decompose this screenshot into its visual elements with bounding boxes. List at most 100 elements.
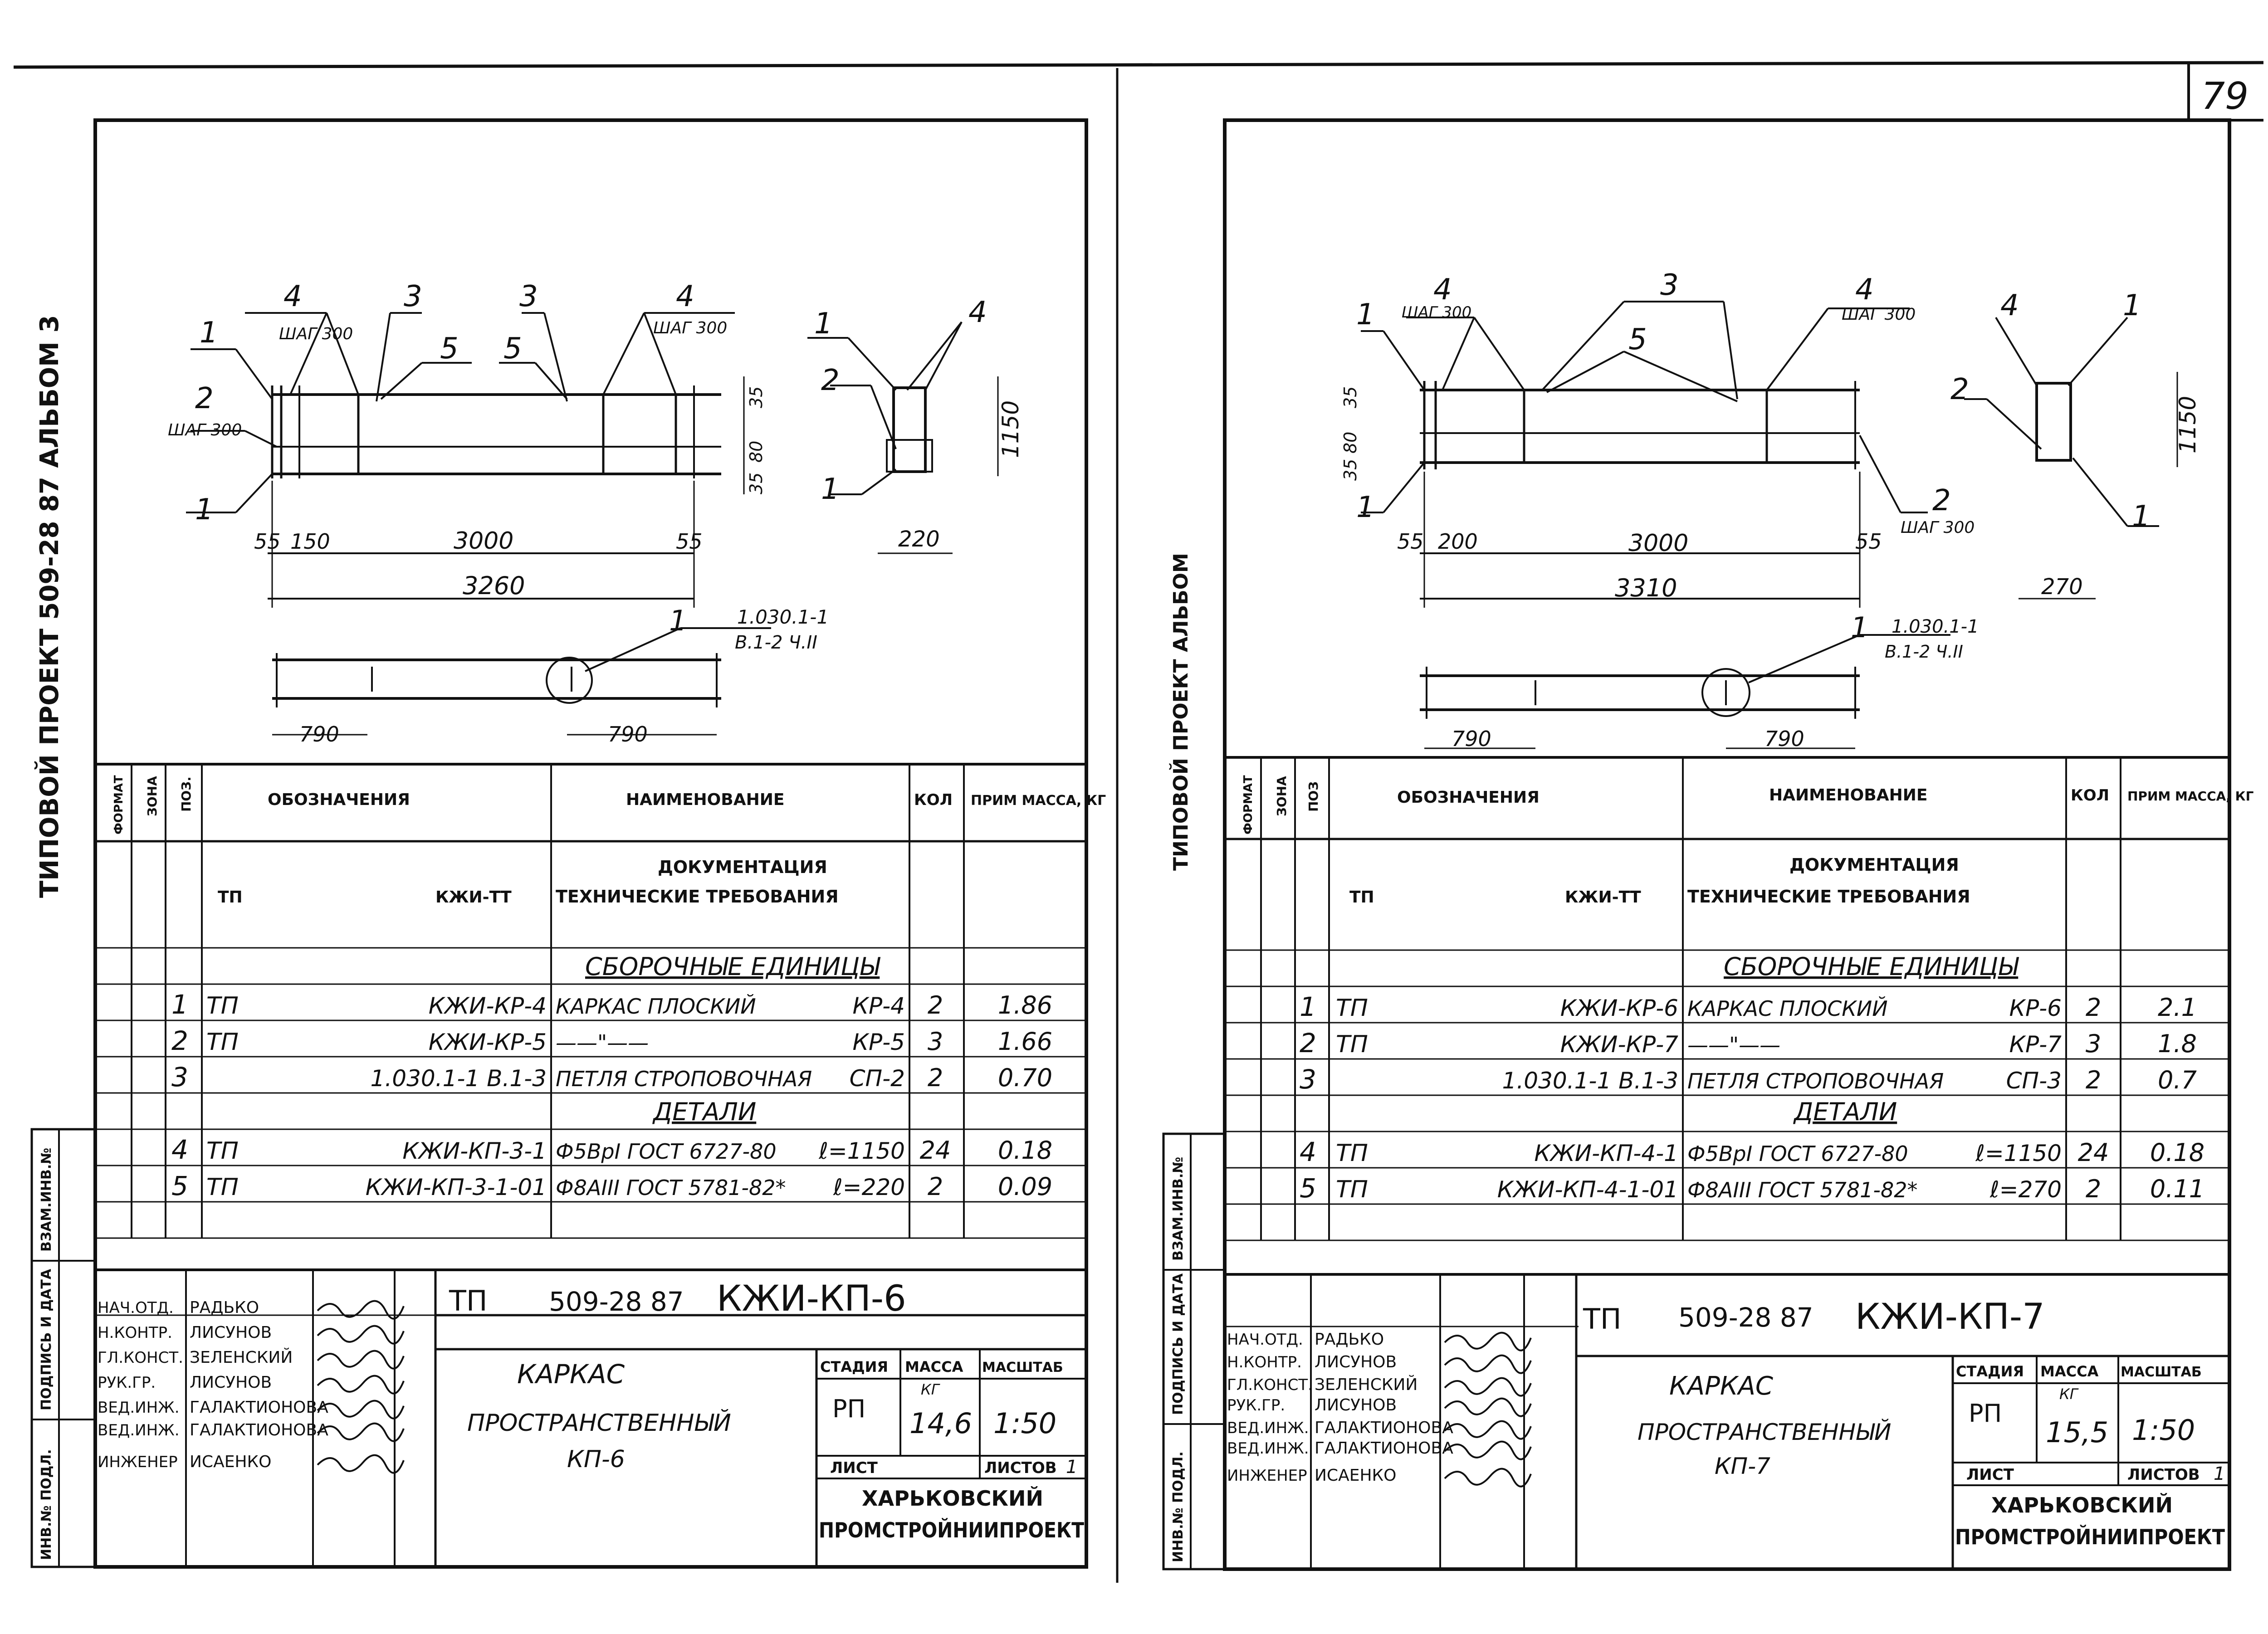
plan-dim-left: 790 (1452, 727, 1491, 751)
tb-project-num: 509-28 87 (1678, 1302, 1813, 1333)
callout-5: 5 (1628, 323, 1647, 356)
plan-ref-2: В.1-2 Ч.II (1885, 642, 1963, 662)
roles-list: НАЧ.ОТД.РАДЬКОН.КОНТР.ЛИСУНОВГЛ.КОНСТ.ЗЕ… (1227, 1330, 1532, 1488)
row-mass: 2.1 (2158, 993, 2197, 1022)
step-2: ШАГ 300 (1901, 518, 1975, 537)
row-name: ——"—— (1687, 1033, 1780, 1057)
tb-mass-unit: КГ (921, 1381, 940, 1398)
callout-1-bottom: 1 (1356, 491, 1375, 524)
role-name: ИСАЕНКО (1315, 1466, 1396, 1485)
tb-sheets-label: ЛИСТОВ (984, 1459, 1057, 1477)
signature (317, 1454, 405, 1474)
row-mark: КР-6 (2009, 995, 2062, 1021)
row-pos: 3 (171, 1062, 188, 1093)
callout-4-right: 4 (676, 280, 694, 313)
row-pos: 3 (1300, 1064, 1316, 1095)
step-2: ШАГ 300 (168, 421, 242, 439)
doc-name: ТЕХНИЧЕСКИЕ ТРЕБОВАНИЯ (1687, 887, 1970, 907)
plan-ref-2: В.1-2 Ч.II (735, 632, 817, 653)
section-callout-1-bottom: 1 (2132, 500, 2151, 533)
section-height: 1150 (997, 400, 1024, 458)
row-name: КАРКАС ПЛОСКИЙ (556, 994, 756, 1019)
signature (317, 1422, 405, 1442)
row-code: КЖИ-КР-7 (1560, 1031, 1678, 1058)
tb-doc-title-3: КП-6 (567, 1446, 625, 1473)
callout-3: 3 (1660, 268, 1679, 302)
dim-right-35a: 35 (746, 386, 766, 408)
dim-55-left: 55 (254, 529, 281, 554)
section-callout-2: 2 (821, 364, 840, 397)
tb-org-1: ХАРЬКОВСКИЙ (1991, 1493, 2173, 1517)
callout-1-top: 1 (200, 316, 218, 350)
role-title: РУК.ГР. (98, 1374, 156, 1392)
section-assembly: СБОРОЧНЫЕ ЕДИНИЦЫ (1724, 952, 2019, 981)
doc-prefix: ТП (1349, 888, 1374, 907)
row-pos: 4 (1300, 1136, 1316, 1167)
tb-doc-title-3: КП-7 (1715, 1453, 1770, 1479)
row-code: КЖИ-КП-3-1-01 (366, 1174, 547, 1200)
section-height: 1150 (2175, 396, 2201, 454)
plan-view: 1 1.030.1-1 В.1-2 Ч.II 790 790 (1420, 611, 1979, 751)
row-pos: 5 (1300, 1173, 1316, 1204)
tb-scale-label: МАСШТАБ (2121, 1364, 2202, 1380)
row-prefix: ТП (206, 1137, 239, 1165)
tb-sheet-label: ЛИСТ (1966, 1466, 2014, 1484)
plan-callout-1: 1 (669, 604, 687, 637)
row-mass: 0.18 (998, 1136, 1052, 1165)
tb-sheet-code: КЖИ-КП-7 (1855, 1297, 2045, 1337)
row-code: КЖИ-КП-3-1 (402, 1138, 547, 1164)
hdr-zone: ЗОНА (145, 776, 160, 816)
step-top-right: ШАГ 300 (653, 319, 727, 337)
section-callout-1-top: 1 (2123, 289, 2141, 322)
callout-2: 2 (195, 382, 214, 415)
margin-stamp: ИНВ.№ ПОДЛ. ПОДПИСЬ И ДАТА ВЗАМ.ИНВ.№ (30, 1128, 97, 1568)
role-title: РУК.ГР. (1227, 1396, 1285, 1415)
dim-left-80: 80 (1340, 432, 1360, 454)
hdr-note: ПРИМ МАССА, КГ (2127, 789, 2254, 804)
section-documentation: ДОКУМЕНТАЦИЯ (658, 857, 827, 877)
tb-org-2: ПРОМСТРОЙНИИПРОЕКТ (1955, 1525, 2225, 1549)
tb-stage: РП (832, 1395, 865, 1423)
row-prefix: ТП (1336, 995, 1368, 1022)
hdr-designation: ОБОЗНАЧЕНИЯ (268, 790, 410, 809)
tb-mass-unit: КГ (2059, 1385, 2079, 1403)
role-name: РАДЬКО (1315, 1330, 1384, 1349)
role-name: ЗЕЛЕНСКИЙ (190, 1348, 293, 1367)
row-mark: СП-3 (2006, 1068, 2062, 1094)
row-name: Ф5ВрI ГОСТ 6727-80 (1687, 1141, 1908, 1166)
tb-org-1: ХАРЬКОВСКИЙ (862, 1486, 1043, 1511)
dim-3000: 3000 (1628, 530, 1688, 557)
signature (317, 1325, 405, 1345)
role-title: НАЧ.ОТД. (1227, 1331, 1303, 1349)
row-name: ——"—— (556, 1030, 649, 1055)
tb-stage: РП (1969, 1399, 2002, 1428)
signature (317, 1400, 405, 1419)
row-qty: 2 (928, 1172, 943, 1201)
row-name: Ф5ВрI ГОСТ 6727-80 (556, 1139, 777, 1164)
role-name: РАДЬКО (190, 1298, 259, 1317)
tb-mass: 14,6 (909, 1407, 972, 1440)
row-prefix: ТП (1336, 1031, 1368, 1058)
signature (1444, 1354, 1532, 1374)
stamp-vzam-inv: ВЗАМ.ИНВ.№ (39, 1148, 54, 1252)
tb-doc-title-1: КАРКАС (517, 1359, 625, 1390)
row-mass: 1.66 (998, 1027, 1052, 1056)
callout-3-left: 3 (404, 280, 422, 313)
dim-3000: 3000 (454, 527, 513, 555)
dim-55-right: 55 (676, 529, 703, 554)
dim-55-left: 55 (1397, 529, 1424, 554)
row-name: ПЕТЛЯ СТРОПОВОЧНАЯ (1687, 1069, 1944, 1093)
role-title: НАЧ.ОТД. (98, 1299, 174, 1317)
doc-prefix: ТП (218, 888, 243, 907)
plan-callout-1: 1 (1851, 611, 1868, 644)
row-qty: 2 (2086, 1066, 2101, 1094)
hdr-pos: ПОЗ (1306, 781, 1321, 812)
hdr-note: ПРИМ МАССА, КГ (971, 793, 1106, 809)
row-prefix: ТП (1336, 1140, 1368, 1167)
row-code: КЖИ-КР-5 (429, 1029, 547, 1055)
dim-150: 150 (290, 529, 330, 554)
section-callout-4: 4 (2000, 289, 2019, 322)
dim-200: 200 (1438, 529, 1478, 554)
